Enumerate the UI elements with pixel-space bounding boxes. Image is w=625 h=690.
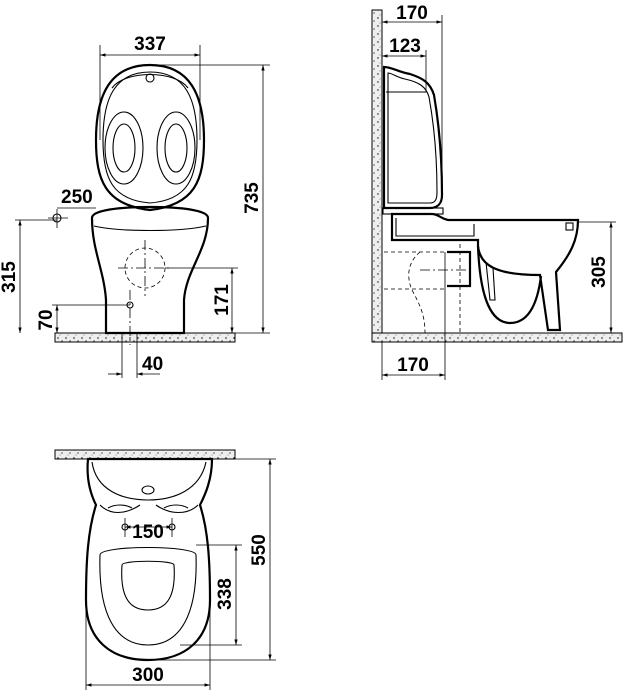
side-view: 170 123 305 170 <box>371 3 623 380</box>
dimension-inlet-height: 70 <box>36 309 57 330</box>
floor-front <box>54 332 236 343</box>
dimension-fixing-spacing: 150 <box>132 522 164 543</box>
dimension-outlet-distance: 170 <box>397 355 429 376</box>
wall-top <box>54 449 236 460</box>
dimension-length-total: 550 <box>249 534 270 566</box>
dimension-tank-lid-depth: 123 <box>389 36 421 57</box>
dimension-height-total: 735 <box>242 182 263 214</box>
dimension-width: 300 <box>132 665 164 686</box>
floor-side <box>371 332 623 343</box>
dimension-tank-depth: 170 <box>396 3 428 24</box>
flush-button-icon <box>145 73 155 83</box>
dimension-width-top: 337 <box>134 34 166 55</box>
seat-opening <box>121 560 175 611</box>
dimension-inlet-offset: 40 <box>142 354 163 375</box>
bowl-front <box>90 205 210 335</box>
toilet-top-outline <box>84 457 214 662</box>
tank-button-top <box>141 485 155 495</box>
top-view: 150 338 550 300 <box>54 449 276 690</box>
tank-panel-right <box>156 111 196 185</box>
dimension-seat-length: 338 <box>215 578 236 610</box>
tank-front <box>94 63 206 212</box>
dimension-supply-offset: 250 <box>61 187 93 208</box>
wall-side <box>371 9 383 343</box>
dimension-bowl-height: 305 <box>589 256 610 288</box>
tank-side <box>382 65 444 210</box>
dimension-outlet-height: 171 <box>212 284 233 316</box>
bowl-side <box>390 212 580 332</box>
seat-top <box>99 547 197 646</box>
dimension-supply-height: 315 <box>0 261 20 293</box>
tank-panel-left <box>104 111 144 185</box>
front-view: 337 735 250 315 171 70 40 <box>0 34 270 378</box>
